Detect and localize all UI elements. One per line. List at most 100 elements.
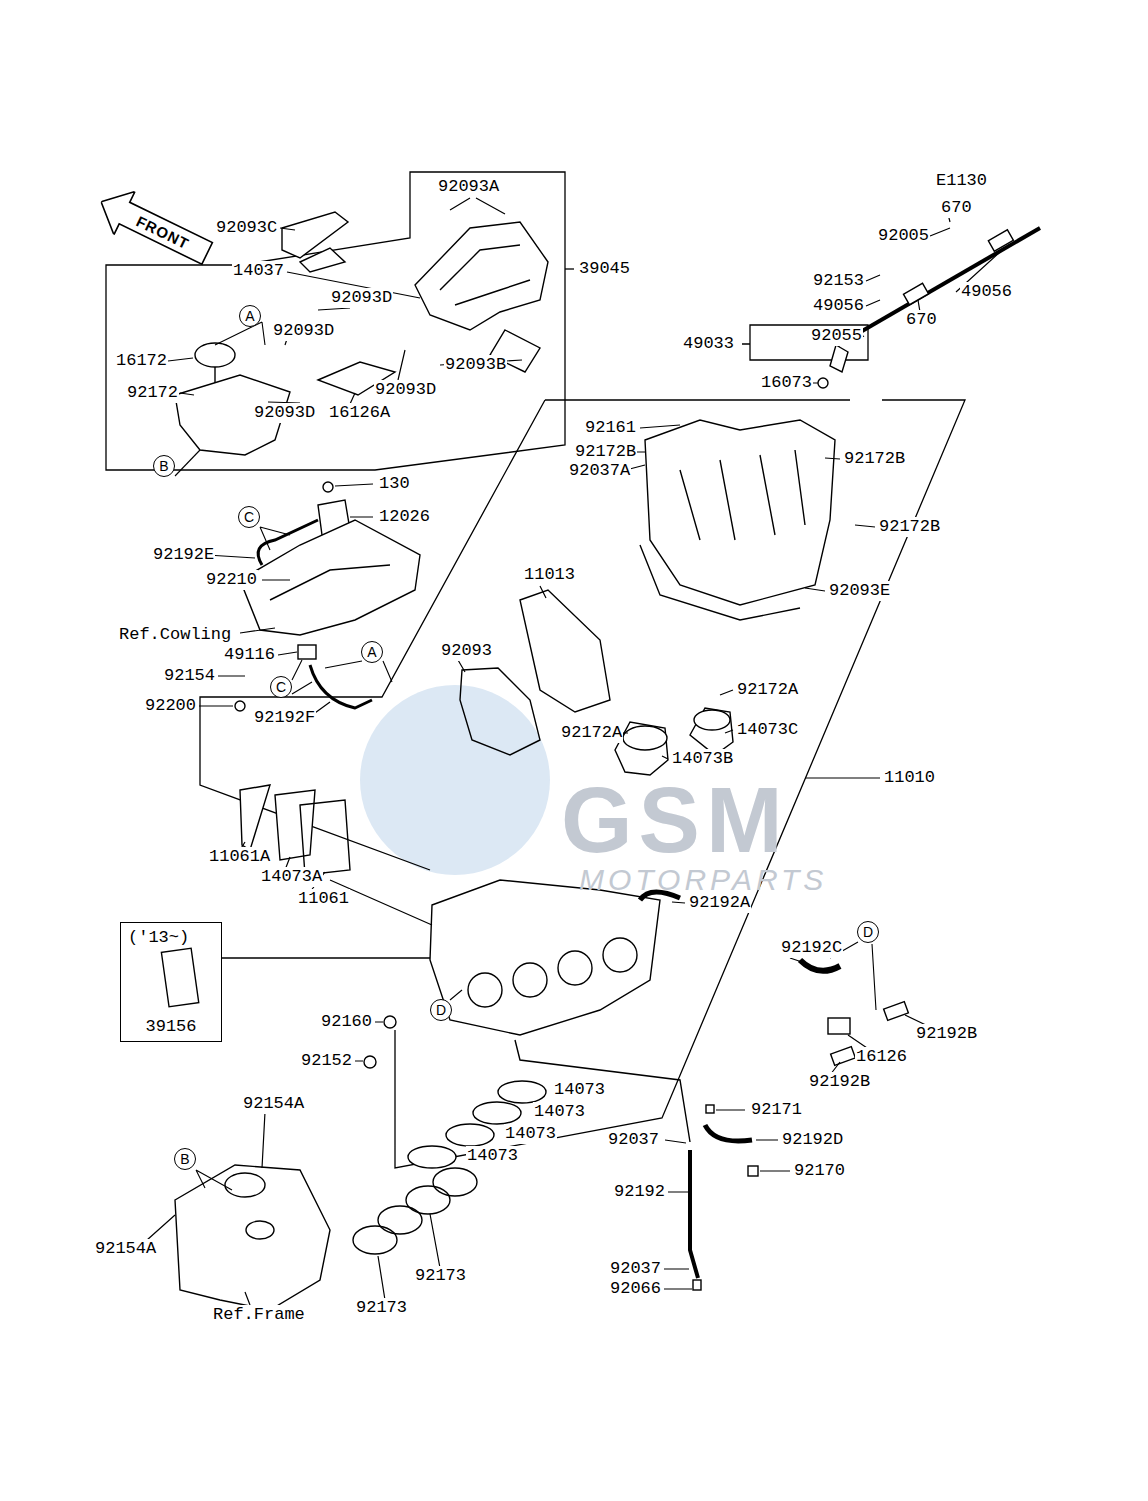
callout-number: 14073 bbox=[466, 1146, 519, 1166]
callout-number: 92192B bbox=[808, 1072, 871, 1092]
callout-number: 92152 bbox=[300, 1051, 353, 1071]
callout-number: 92093D bbox=[374, 380, 437, 400]
leader-line bbox=[199, 628, 330, 1305]
callout-number: 92172 bbox=[126, 383, 179, 403]
reference-leader bbox=[450, 990, 462, 1000]
callout-number: 11013 bbox=[523, 565, 576, 585]
callout-number: 92192F bbox=[253, 708, 316, 728]
part-shape bbox=[693, 1280, 701, 1290]
part-shape bbox=[603, 938, 637, 972]
part-shape bbox=[680, 450, 805, 540]
callout-number: 92093 bbox=[440, 641, 493, 661]
callout-number: 92200 bbox=[144, 696, 197, 716]
callout-number: 92192E bbox=[152, 545, 215, 565]
group-outline bbox=[742, 325, 868, 360]
callout-number: 14073 bbox=[504, 1124, 557, 1144]
part-shape bbox=[235, 701, 245, 711]
callout-number: 14073A bbox=[260, 867, 323, 887]
part-shape bbox=[903, 283, 928, 304]
watermark-globe bbox=[360, 685, 550, 875]
part-shape bbox=[838, 228, 1040, 345]
reference-letter: C bbox=[270, 676, 292, 698]
callout-number: 16126A bbox=[328, 403, 391, 423]
group-outline bbox=[106, 172, 565, 470]
callout-number: 130 bbox=[378, 474, 411, 494]
callout-number: 92192B bbox=[915, 1024, 978, 1044]
callout-number: 92037 bbox=[609, 1259, 662, 1279]
callout-number: 92154A bbox=[242, 1094, 305, 1114]
callout-number: 92153 bbox=[812, 271, 865, 291]
leader-line bbox=[258, 520, 318, 565]
callout-number: 92005 bbox=[877, 226, 930, 246]
reference-letter: B bbox=[174, 1148, 196, 1170]
callout-number: 92192 bbox=[613, 1182, 666, 1202]
node-text: D bbox=[863, 924, 873, 940]
node-text: B bbox=[159, 458, 168, 474]
part-shape bbox=[240, 520, 420, 635]
callout-number: 92171 bbox=[750, 1100, 803, 1120]
callout-number: 670 bbox=[940, 198, 973, 218]
part-shape bbox=[408, 1146, 456, 1168]
leader-line bbox=[672, 902, 685, 903]
callout-number: 92192C bbox=[780, 938, 843, 958]
leader-line bbox=[168, 358, 193, 361]
callout-number: 16073 bbox=[760, 373, 813, 393]
callout-number: 16126 bbox=[855, 1047, 908, 1067]
node-text: B bbox=[180, 1151, 189, 1167]
part-shape bbox=[353, 1226, 397, 1254]
callout-number: 49116 bbox=[223, 645, 276, 665]
node-text: ('13~) bbox=[127, 928, 190, 947]
reference-letter: D bbox=[430, 999, 452, 1021]
callout-number: 92172A bbox=[560, 723, 623, 743]
part-shape bbox=[175, 1165, 330, 1310]
callout-number: 49056 bbox=[812, 296, 865, 316]
part-number: 39156 bbox=[144, 1017, 197, 1036]
part-shape bbox=[830, 345, 848, 372]
leader-line bbox=[450, 198, 505, 214]
part-shape bbox=[246, 1221, 274, 1239]
callout-number: Ref.Frame bbox=[212, 1305, 306, 1325]
part-shape bbox=[406, 1186, 450, 1214]
part-shape bbox=[446, 1124, 494, 1146]
node-text: C bbox=[276, 679, 286, 695]
leader-line bbox=[622, 425, 875, 591]
callout-number: 92066 bbox=[609, 1279, 662, 1299]
callout-number: 14073 bbox=[553, 1080, 606, 1100]
part-shape bbox=[694, 710, 730, 730]
callout-number: 92192A bbox=[688, 893, 751, 913]
reference-letter: B bbox=[153, 455, 175, 477]
node-text: A bbox=[367, 644, 376, 660]
part-shape bbox=[270, 565, 390, 600]
part-shape bbox=[706, 1105, 714, 1113]
callout-number: 14073C bbox=[736, 720, 799, 740]
leader-line bbox=[147, 1112, 692, 1300]
part-shape bbox=[440, 245, 530, 305]
group-outline bbox=[106, 172, 965, 1168]
part-shape bbox=[828, 1018, 850, 1034]
part-shape bbox=[473, 1102, 521, 1124]
front-arrow: FRONT bbox=[91, 180, 220, 276]
callout-number: 92210 bbox=[205, 570, 258, 590]
watermark: MOTORPARTS bbox=[578, 864, 828, 896]
callout-number: 92154 bbox=[163, 666, 216, 686]
callout-number: 92093E bbox=[828, 581, 891, 601]
node-text: D bbox=[436, 1002, 446, 1018]
callout-number: 92093B bbox=[444, 355, 507, 375]
part-shape bbox=[884, 1002, 909, 1021]
part-shape bbox=[378, 1206, 422, 1234]
callout-number: 92154A bbox=[94, 1239, 157, 1259]
leader-line bbox=[280, 228, 295, 230]
part-shape bbox=[323, 482, 333, 492]
callout-number: 16172 bbox=[115, 351, 168, 371]
callout-number: 92172B bbox=[843, 449, 906, 469]
callout-number: 11061A bbox=[208, 847, 271, 867]
arrow-outline bbox=[91, 180, 218, 275]
part-shape bbox=[300, 248, 345, 272]
part-shape bbox=[433, 1168, 477, 1196]
callout-number: 92055 bbox=[810, 326, 863, 346]
callout-number: 92093D bbox=[330, 288, 393, 308]
callout-number: 92093C bbox=[215, 218, 278, 238]
callout-number: 92170 bbox=[793, 1161, 846, 1181]
callout-number: 92093D bbox=[253, 403, 316, 423]
part-shape bbox=[225, 1173, 265, 1197]
